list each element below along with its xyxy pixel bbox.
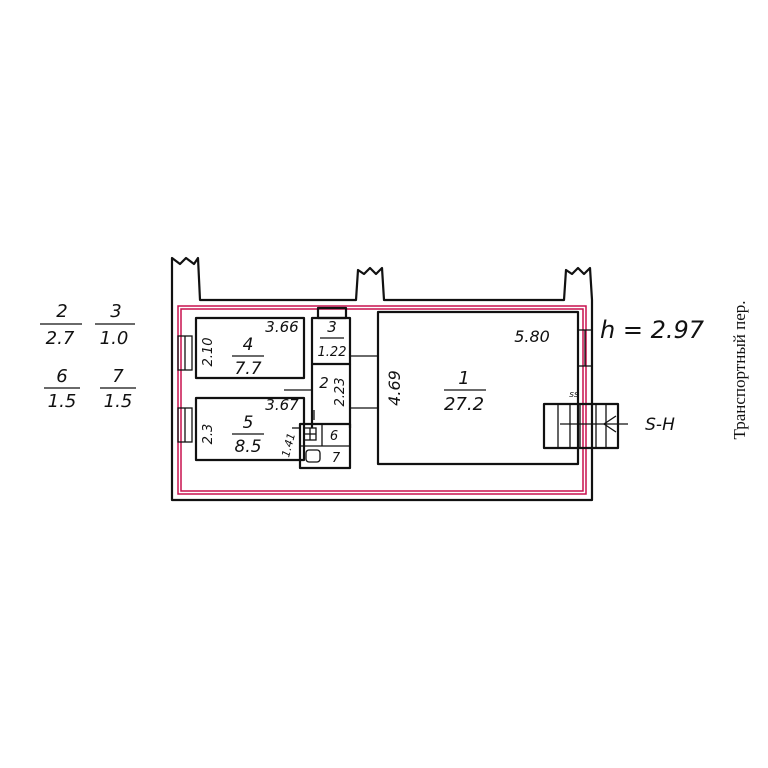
building-walls bbox=[170, 256, 594, 502]
room-5-depth: 2.3 bbox=[201, 424, 216, 445]
stair-mark: ss bbox=[569, 390, 579, 400]
room-5-width: 3.67 bbox=[265, 396, 299, 414]
area-entry-7: 7 1.5 bbox=[100, 366, 136, 412]
room-4-depth: 2.10 bbox=[201, 338, 216, 367]
street-label: Транспортный пер. bbox=[730, 300, 749, 440]
room-4-area: 7.7 bbox=[234, 359, 261, 379]
entrance-label: S-H bbox=[645, 415, 675, 435]
area-entry-area: 1.5 bbox=[104, 391, 133, 412]
room-3-width: 1.22 bbox=[318, 345, 347, 360]
outer-wall bbox=[170, 256, 594, 502]
entrance-porch bbox=[542, 402, 620, 450]
room-3-vent bbox=[316, 306, 348, 320]
room-7-number: 7 bbox=[332, 451, 341, 466]
room-1-width: 5.80 bbox=[514, 327, 550, 346]
area-entry-room: 6 bbox=[56, 366, 67, 387]
room-1-walls bbox=[376, 310, 580, 466]
area-entry-3: 3 1.0 bbox=[95, 301, 135, 349]
entrance-arrow-head bbox=[602, 415, 617, 433]
room-6-7-labels: 6 7 1.41 bbox=[279, 429, 341, 466]
area-entry-room: 3 bbox=[110, 301, 121, 322]
room-4-number: 4 bbox=[243, 335, 254, 355]
area-entry-6: 6 1.5 bbox=[44, 366, 80, 412]
room-6-number: 6 bbox=[330, 429, 338, 444]
room-4-labels: 3.66 4 7.7 2.10 bbox=[201, 318, 299, 379]
windows bbox=[177, 329, 593, 443]
area-entry-area: 1.0 bbox=[100, 328, 129, 349]
room-1-number: 1 bbox=[458, 368, 469, 389]
room-1-labels: 5.80 1 27.2 4.69 bbox=[385, 327, 550, 415]
room-2-labels: 2 2.23 bbox=[319, 374, 348, 406]
room-1-depth: 4.69 bbox=[385, 370, 404, 406]
area-entry-room: 7 bbox=[112, 366, 124, 387]
room-3-labels: 3 1.22 bbox=[318, 318, 347, 360]
entrance-steps: S-H ss bbox=[542, 390, 675, 450]
room-5-number: 5 bbox=[243, 413, 254, 433]
red-inner-outline-2 bbox=[180, 308, 584, 492]
red-inner-outline bbox=[177, 305, 587, 495]
room-4-width: 3.66 bbox=[265, 318, 298, 336]
room-3-number: 3 bbox=[327, 318, 337, 336]
area-entry-2: 2 2.7 bbox=[40, 301, 82, 349]
area-table: 2 2.7 3 1.0 6 1.5 7 1.5 bbox=[40, 301, 136, 412]
room-7-depth: 1.41 bbox=[279, 432, 298, 459]
area-entry-area: 2.7 bbox=[46, 328, 75, 349]
area-entry-room: 2 bbox=[56, 301, 67, 322]
street-label-box: Транспортный пер. bbox=[728, 250, 752, 490]
ceiling-height-label: h = 2.97 bbox=[600, 316, 705, 344]
area-entry-area: 1.5 bbox=[48, 391, 77, 412]
room-1-area: 27.2 bbox=[444, 394, 484, 415]
room-5-labels: 3.67 5 8.5 2.3 bbox=[201, 396, 299, 457]
sink-fixture bbox=[305, 449, 321, 463]
room-2-number: 2 bbox=[319, 374, 329, 392]
room-5-area: 8.5 bbox=[234, 437, 261, 457]
room-2-width: 2.23 bbox=[333, 378, 348, 407]
room-4-walls bbox=[194, 316, 306, 380]
